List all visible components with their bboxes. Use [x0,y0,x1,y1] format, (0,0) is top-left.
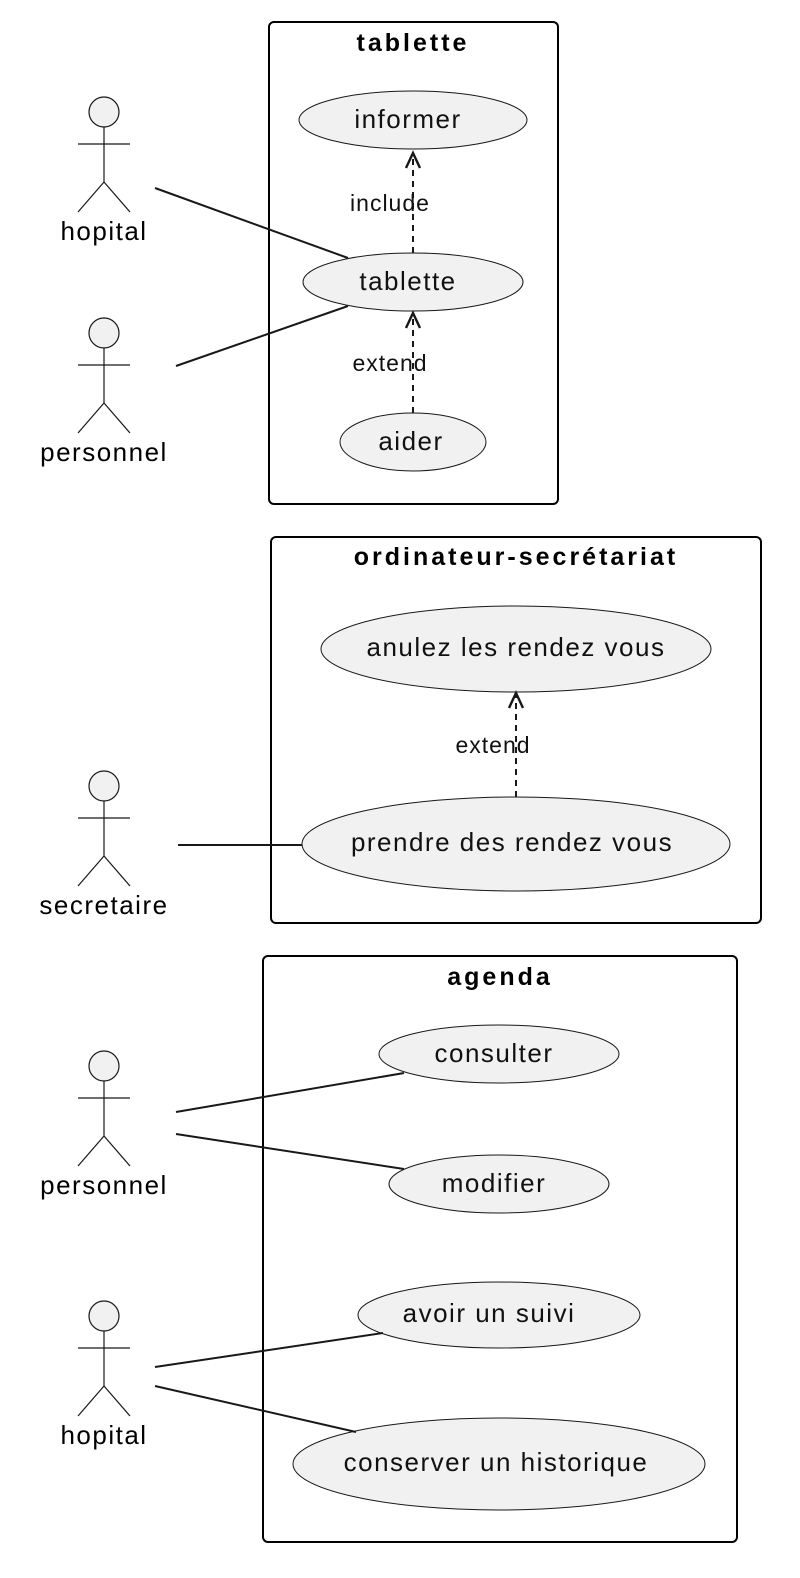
usecase-aider-label: aider [378,426,443,456]
actor-hopital: hopital [60,1300,147,1450]
usecase-consulter-label: consulter [435,1038,554,1068]
assoc-hopital-historique [154,1385,357,1433]
assoc-hopital-suivi [154,1332,384,1368]
usecase-tablette: tablette [302,252,524,312]
actor-secretaire: secretaire [39,770,168,920]
package-tablette: tablette informer tablette aider include… [268,21,559,505]
package-ordinateur-secretariat-title: ordinateur-secrétariat [354,543,678,571]
usecase-anulez-les-rendez-vous: anulez les rendez vous [320,605,712,693]
assoc-personnel-consulter [175,1072,405,1113]
package-agenda-title: agenda [447,963,553,991]
actor-head [88,1050,120,1082]
relation-extend-prendre: extend [455,690,530,797]
usecase-informer: informer [298,90,528,150]
extend-label: extend [352,350,427,376]
usecase-conserver-un-historique: conserver un historique [292,1417,706,1511]
usecase-aider: aider [339,412,487,472]
usecase-avoir-un-suivi-label: avoir un suivi [403,1298,576,1328]
actor-secretaire-label: secretaire [39,890,168,920]
package-ordinateur-secretariat-frame [270,536,762,924]
usecase-informer-label: informer [354,104,461,134]
usecase-modifier: modifier [388,1154,610,1214]
extend-arrowhead [404,310,422,329]
actor-hopital-label: hopital [60,1420,147,1450]
assoc-personnel-tablette [175,305,349,367]
usecase-avoir-un-suivi: avoir un suivi [357,1281,641,1349]
actor-head [88,96,120,128]
actor-personnel-label: personnel [40,437,168,467]
relation-extend-aider: extend [352,310,427,413]
include-label: include [350,190,430,216]
include-arrowhead [404,150,422,169]
extend-arrowhead-2 [507,690,525,709]
relation-include: include [350,150,430,253]
usecase-tablette-label: tablette [359,266,456,296]
usecase-consulter: consulter [378,1024,620,1084]
actor-hopital-label: hopital [60,216,147,246]
package-tablette-frame [268,21,559,505]
actor-personnel-label: personnel [40,1170,168,1200]
assoc-hopital-tablette [154,187,349,259]
usecase-conserver-label: conserver un historique [344,1447,649,1477]
usecase-prendre-des-rendez-vous: prendre des rendez vous [301,796,731,892]
package-agenda: agenda consulter modifier avoir un suivi… [262,955,738,1543]
actor-head [88,1300,120,1332]
package-ordinateur-secretariat: ordinateur-secrétariat anulez les rendez… [270,536,762,924]
extend-label-2: extend [455,732,530,758]
associations [154,187,405,1433]
package-tablette-title: tablette [357,29,470,57]
actor-personnel: personnel [40,317,168,467]
package-agenda-frame [262,955,738,1543]
actor-hopital: hopital [60,96,147,246]
usecase-anulez-label: anulez les rendez vous [367,632,666,662]
actor-personnel: personnel [40,1050,168,1200]
usecase-modifier-label: modifier [442,1168,546,1198]
assoc-personnel-modifier [175,1133,405,1170]
actor-head [88,770,120,802]
actor-head [88,317,120,349]
usecase-prendre-label: prendre des rendez vous [351,827,673,857]
